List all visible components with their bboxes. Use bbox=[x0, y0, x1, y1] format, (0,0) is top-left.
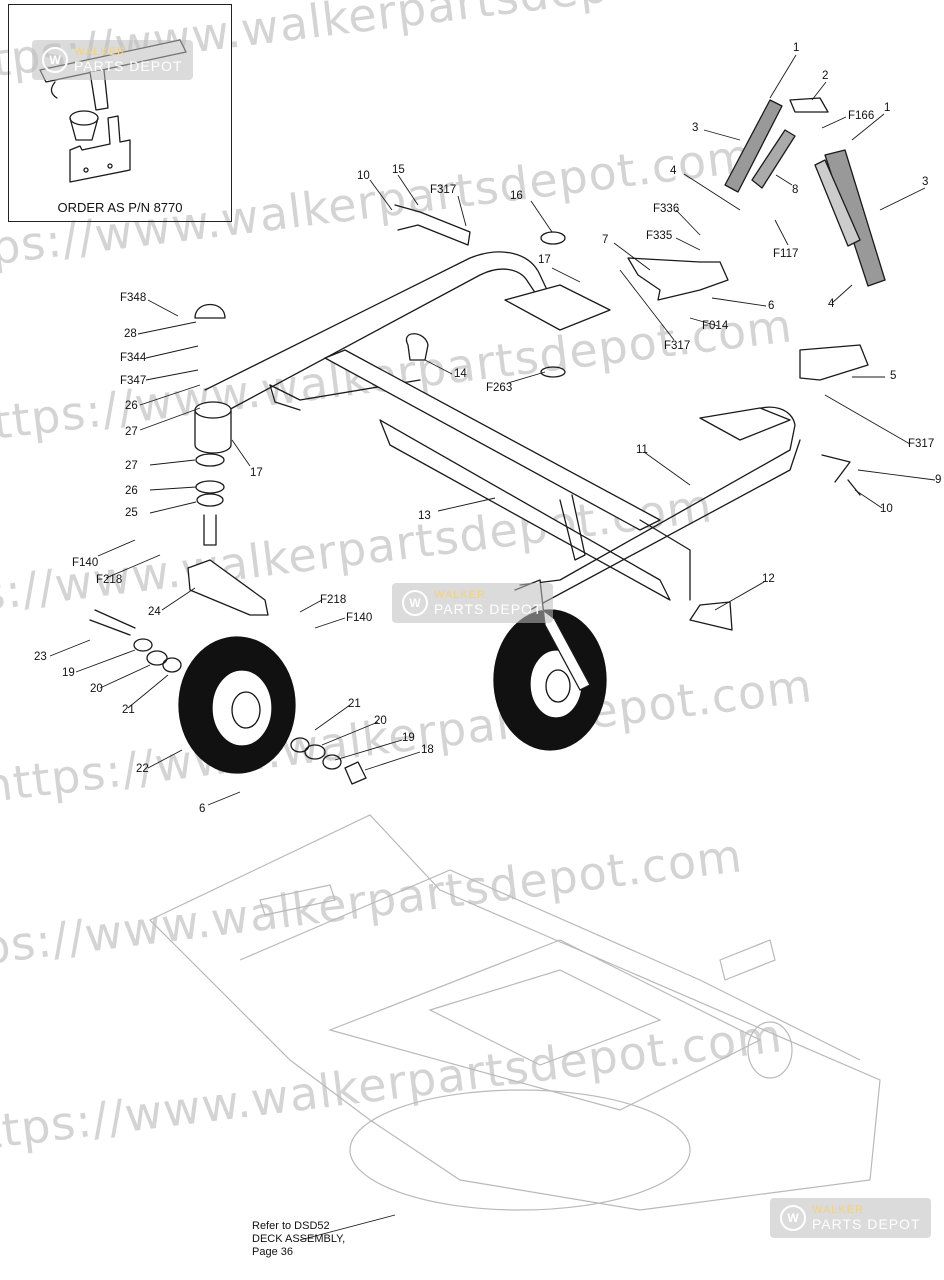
callout-label: F166 bbox=[848, 110, 875, 122]
callout-label: 20 bbox=[90, 683, 103, 695]
callout-label: 6 bbox=[768, 300, 775, 312]
callout-label: F263 bbox=[486, 382, 513, 394]
callout-label: 17 bbox=[538, 254, 551, 266]
callout-label: 2 bbox=[822, 70, 829, 82]
callout-label: 1 bbox=[793, 42, 800, 54]
inset-caption: ORDER AS P/N 8770 bbox=[57, 200, 183, 215]
callout-label: F218 bbox=[320, 594, 347, 606]
walker-logo-icon: W bbox=[780, 1205, 806, 1231]
callout-label: 4 bbox=[828, 298, 835, 310]
callout-label: 1 bbox=[884, 102, 891, 114]
note-line1: Refer to DSD52 bbox=[252, 1220, 330, 1232]
callout-label: 8 bbox=[792, 184, 799, 196]
callout-label: F348 bbox=[120, 292, 147, 304]
callout-label: 11 bbox=[636, 444, 648, 456]
leader-lines bbox=[49, 54, 936, 1241]
callout-label: 13 bbox=[418, 510, 431, 522]
callout-label: F117 bbox=[773, 248, 799, 260]
spring-assembly bbox=[194, 97, 886, 496]
callout-label: 26 bbox=[125, 485, 138, 497]
callout-label: 18 bbox=[421, 744, 434, 756]
callout-label: F335 bbox=[646, 230, 673, 242]
callout-label: 7 bbox=[602, 234, 609, 246]
callout-label: 14 bbox=[454, 368, 467, 380]
logo-line2: PARTS DEPOT bbox=[434, 601, 543, 617]
callout-label: 21 bbox=[348, 698, 361, 710]
callout-label: 24 bbox=[148, 606, 161, 618]
callout-label: F317 bbox=[908, 438, 935, 450]
logo-line1: WALKER bbox=[812, 1204, 865, 1216]
callout-label: 15 bbox=[392, 164, 405, 176]
note-line2: DECK ASSEMBLY, bbox=[252, 1233, 346, 1245]
logo-line1: WALKER bbox=[434, 589, 487, 601]
callout-label: F014 bbox=[702, 320, 729, 332]
callout-label: 10 bbox=[357, 170, 370, 182]
callout-label: 28 bbox=[124, 328, 137, 340]
logo-line2: PARTS DEPOT bbox=[812, 1216, 921, 1232]
callout-label: F347 bbox=[120, 375, 147, 387]
callout-label: 5 bbox=[890, 370, 897, 382]
deck-assembly-ghost bbox=[148, 814, 881, 1211]
callout-label: 3 bbox=[692, 122, 699, 134]
note-line3: Page 36 bbox=[252, 1246, 293, 1258]
callout-label: 10 bbox=[880, 503, 893, 515]
callout-label: 19 bbox=[402, 732, 415, 744]
deck-reference-note: Refer to DSD52 DECK ASSEMBLY, Page 36 bbox=[252, 1220, 345, 1259]
callout-label: F218 bbox=[96, 574, 123, 586]
callout-label: 19 bbox=[62, 667, 75, 679]
logo-line2: PARTS DEPOT bbox=[74, 58, 183, 74]
callout-label: 3 bbox=[922, 176, 929, 188]
callout-label: 12 bbox=[762, 573, 775, 585]
callout-label: 27 bbox=[125, 426, 138, 438]
callout-label: F317 bbox=[430, 184, 457, 196]
callout-label: 6 bbox=[199, 803, 206, 815]
callout-label: 16 bbox=[510, 190, 523, 202]
callout-label: 23 bbox=[34, 651, 47, 663]
logo-line1: WALKER bbox=[74, 46, 127, 58]
inset-box: ORDER AS P/N 8770 bbox=[8, 4, 232, 222]
callout-label: F317 bbox=[664, 340, 691, 352]
callout-label: F140 bbox=[346, 612, 373, 624]
callout-label: 20 bbox=[374, 715, 387, 727]
callout-label: 22 bbox=[136, 763, 149, 775]
callout-label: 21 bbox=[122, 704, 135, 716]
callout-label: 26 bbox=[125, 400, 138, 412]
callout-label: 27 bbox=[125, 460, 138, 472]
callout-label: F140 bbox=[72, 557, 99, 569]
callout-label: F336 bbox=[653, 203, 680, 215]
walker-logo-icon: W bbox=[42, 47, 68, 73]
callout-label: 17 bbox=[250, 467, 263, 479]
callout-label: 9 bbox=[935, 474, 942, 486]
right-wheel bbox=[493, 609, 607, 751]
callout-label: F344 bbox=[120, 352, 147, 364]
walker-logo-icon: W bbox=[402, 590, 428, 616]
callout-label: 4 bbox=[670, 165, 677, 177]
callout-label: 25 bbox=[125, 507, 138, 519]
front-frame bbox=[199, 251, 801, 611]
left-wheel bbox=[178, 636, 296, 774]
